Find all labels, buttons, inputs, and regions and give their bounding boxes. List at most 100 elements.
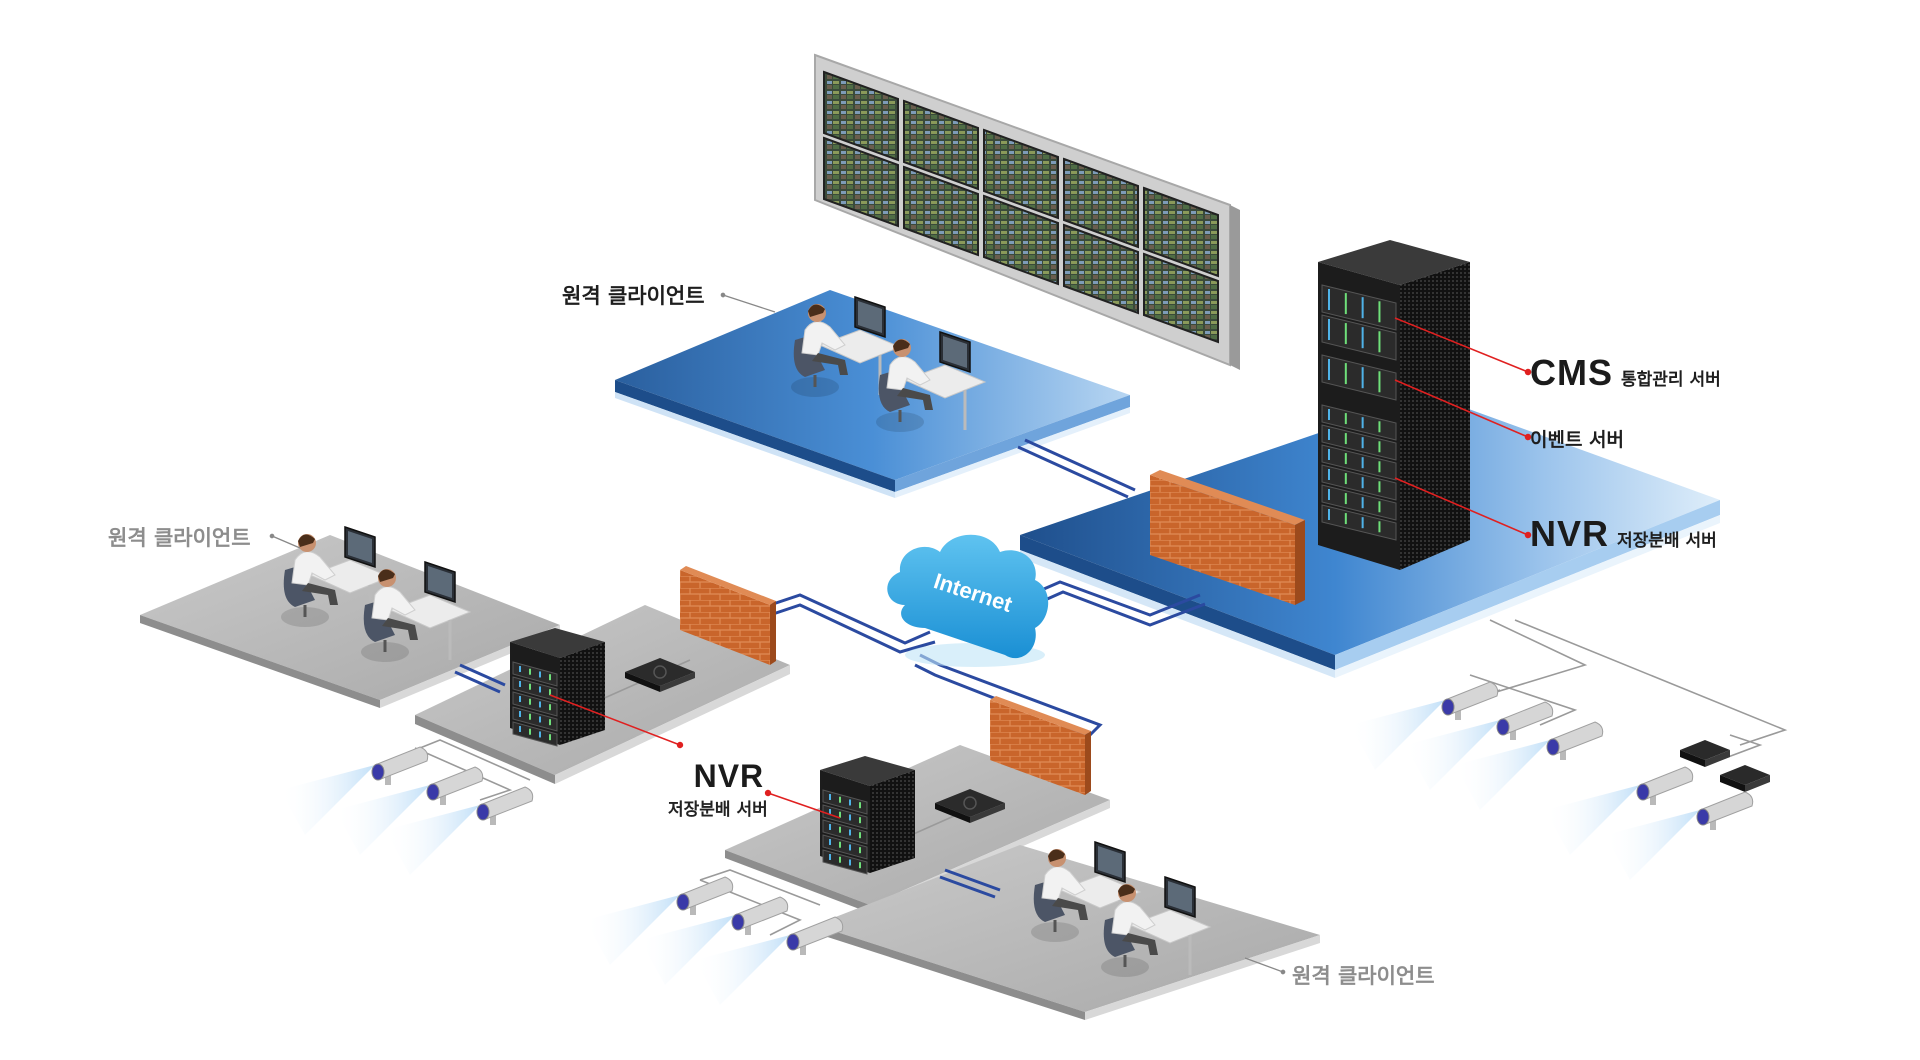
status-led (1344, 493, 1347, 505)
status-led (1328, 469, 1330, 480)
rack-server-unit (822, 834, 868, 860)
cctv-camera (695, 916, 844, 1005)
status-led (1328, 429, 1330, 440)
left-firewall (680, 566, 776, 665)
rack-server-unit (512, 676, 558, 702)
rack-server-unit (512, 706, 558, 732)
event-server-label: 이벤트 서버 (1530, 429, 1625, 451)
video-wall-screen (1063, 223, 1139, 315)
status-led (1378, 371, 1381, 393)
rack-server-unit (1321, 504, 1397, 541)
status-led (839, 856, 841, 863)
video-wall (814, 53, 1240, 370)
status-led (529, 698, 531, 705)
rack-server-unit (1321, 464, 1397, 501)
status-led (1361, 417, 1364, 429)
status-led (1344, 513, 1347, 525)
camera-lens (1636, 783, 1650, 801)
status-led (539, 716, 541, 723)
status-led (1361, 327, 1364, 349)
workstation-group (281, 295, 1212, 977)
bottom-client-label: 원격 클라이언트 (1292, 964, 1435, 988)
status-led (1328, 359, 1330, 380)
hq-encoder-1 (1680, 740, 1730, 767)
cctv-camera (335, 766, 484, 855)
status-led (1328, 319, 1330, 340)
left-nvr-rack (510, 628, 605, 747)
cctv-camera (280, 746, 429, 835)
status-led (1378, 521, 1381, 533)
hq-client-platform (615, 290, 1130, 498)
status-led (529, 683, 531, 690)
left-router (625, 658, 695, 692)
client-workstation (1101, 875, 1212, 977)
bottom-client-platform (815, 845, 1320, 1020)
status-led (529, 713, 531, 720)
status-led (1378, 501, 1381, 513)
status-led (549, 674, 551, 681)
status-led (549, 734, 551, 741)
cctv-camera (640, 896, 789, 985)
status-led (829, 854, 831, 860)
status-led (1378, 421, 1381, 433)
status-led (849, 844, 851, 851)
bottom-router (935, 789, 1005, 823)
status-led (1328, 509, 1330, 520)
status-led (829, 824, 831, 830)
status-led (519, 711, 521, 717)
status-led (1361, 457, 1364, 469)
camera-lens (1441, 698, 1455, 716)
status-led (849, 814, 851, 821)
status-led (1361, 297, 1364, 319)
rack-server-unit (1321, 314, 1397, 361)
video-wall-screen (983, 194, 1059, 286)
rack-server-unit (1321, 404, 1397, 441)
status-led (1344, 413, 1347, 425)
rack-server-unit (822, 804, 868, 830)
status-led (859, 817, 861, 824)
bottom-nvr-rack (820, 756, 915, 875)
camera-lens (1546, 738, 1560, 756)
status-led (1344, 473, 1347, 485)
rack-server-unit (822, 849, 868, 875)
rack-server-unit (1321, 354, 1397, 401)
status-led (519, 681, 521, 687)
video-wall-screen (903, 99, 979, 191)
cctv-camera (585, 876, 734, 965)
status-led (539, 686, 541, 693)
status-led (549, 704, 551, 711)
cctv-camera (1405, 701, 1554, 790)
camera-lens (371, 763, 385, 781)
status-led (539, 671, 541, 678)
status-led (859, 847, 861, 854)
rack-server-unit (512, 661, 558, 687)
hq-client-label: 원격 클라이언트 (562, 284, 705, 308)
video-wall-screen (1143, 186, 1219, 278)
hq-nvr-name: NVR (1530, 513, 1610, 554)
hq-nvr-desc: 저장분배 서버 (1617, 531, 1717, 551)
rack-server-unit (822, 789, 868, 815)
status-led (1344, 323, 1347, 345)
cctv-camera (1545, 766, 1694, 855)
status-led (1328, 489, 1330, 500)
status-led (529, 668, 531, 675)
label-leaders (269, 292, 1286, 975)
status-led (1378, 441, 1381, 453)
status-led (1328, 409, 1330, 420)
callout-arrows (549, 317, 1532, 819)
status-led (519, 666, 521, 672)
status-led (859, 802, 861, 809)
video-wall-screen (823, 70, 899, 162)
status-led (549, 719, 551, 726)
status-led (1361, 477, 1364, 489)
status-led (839, 841, 841, 848)
rack-server-unit (1321, 444, 1397, 481)
rack-server-unit (1321, 424, 1397, 461)
status-led (1361, 517, 1364, 529)
video-wall-screen (903, 165, 979, 257)
camera-group (280, 681, 1754, 1005)
status-led (839, 811, 841, 818)
rack-server-unit (822, 819, 868, 845)
